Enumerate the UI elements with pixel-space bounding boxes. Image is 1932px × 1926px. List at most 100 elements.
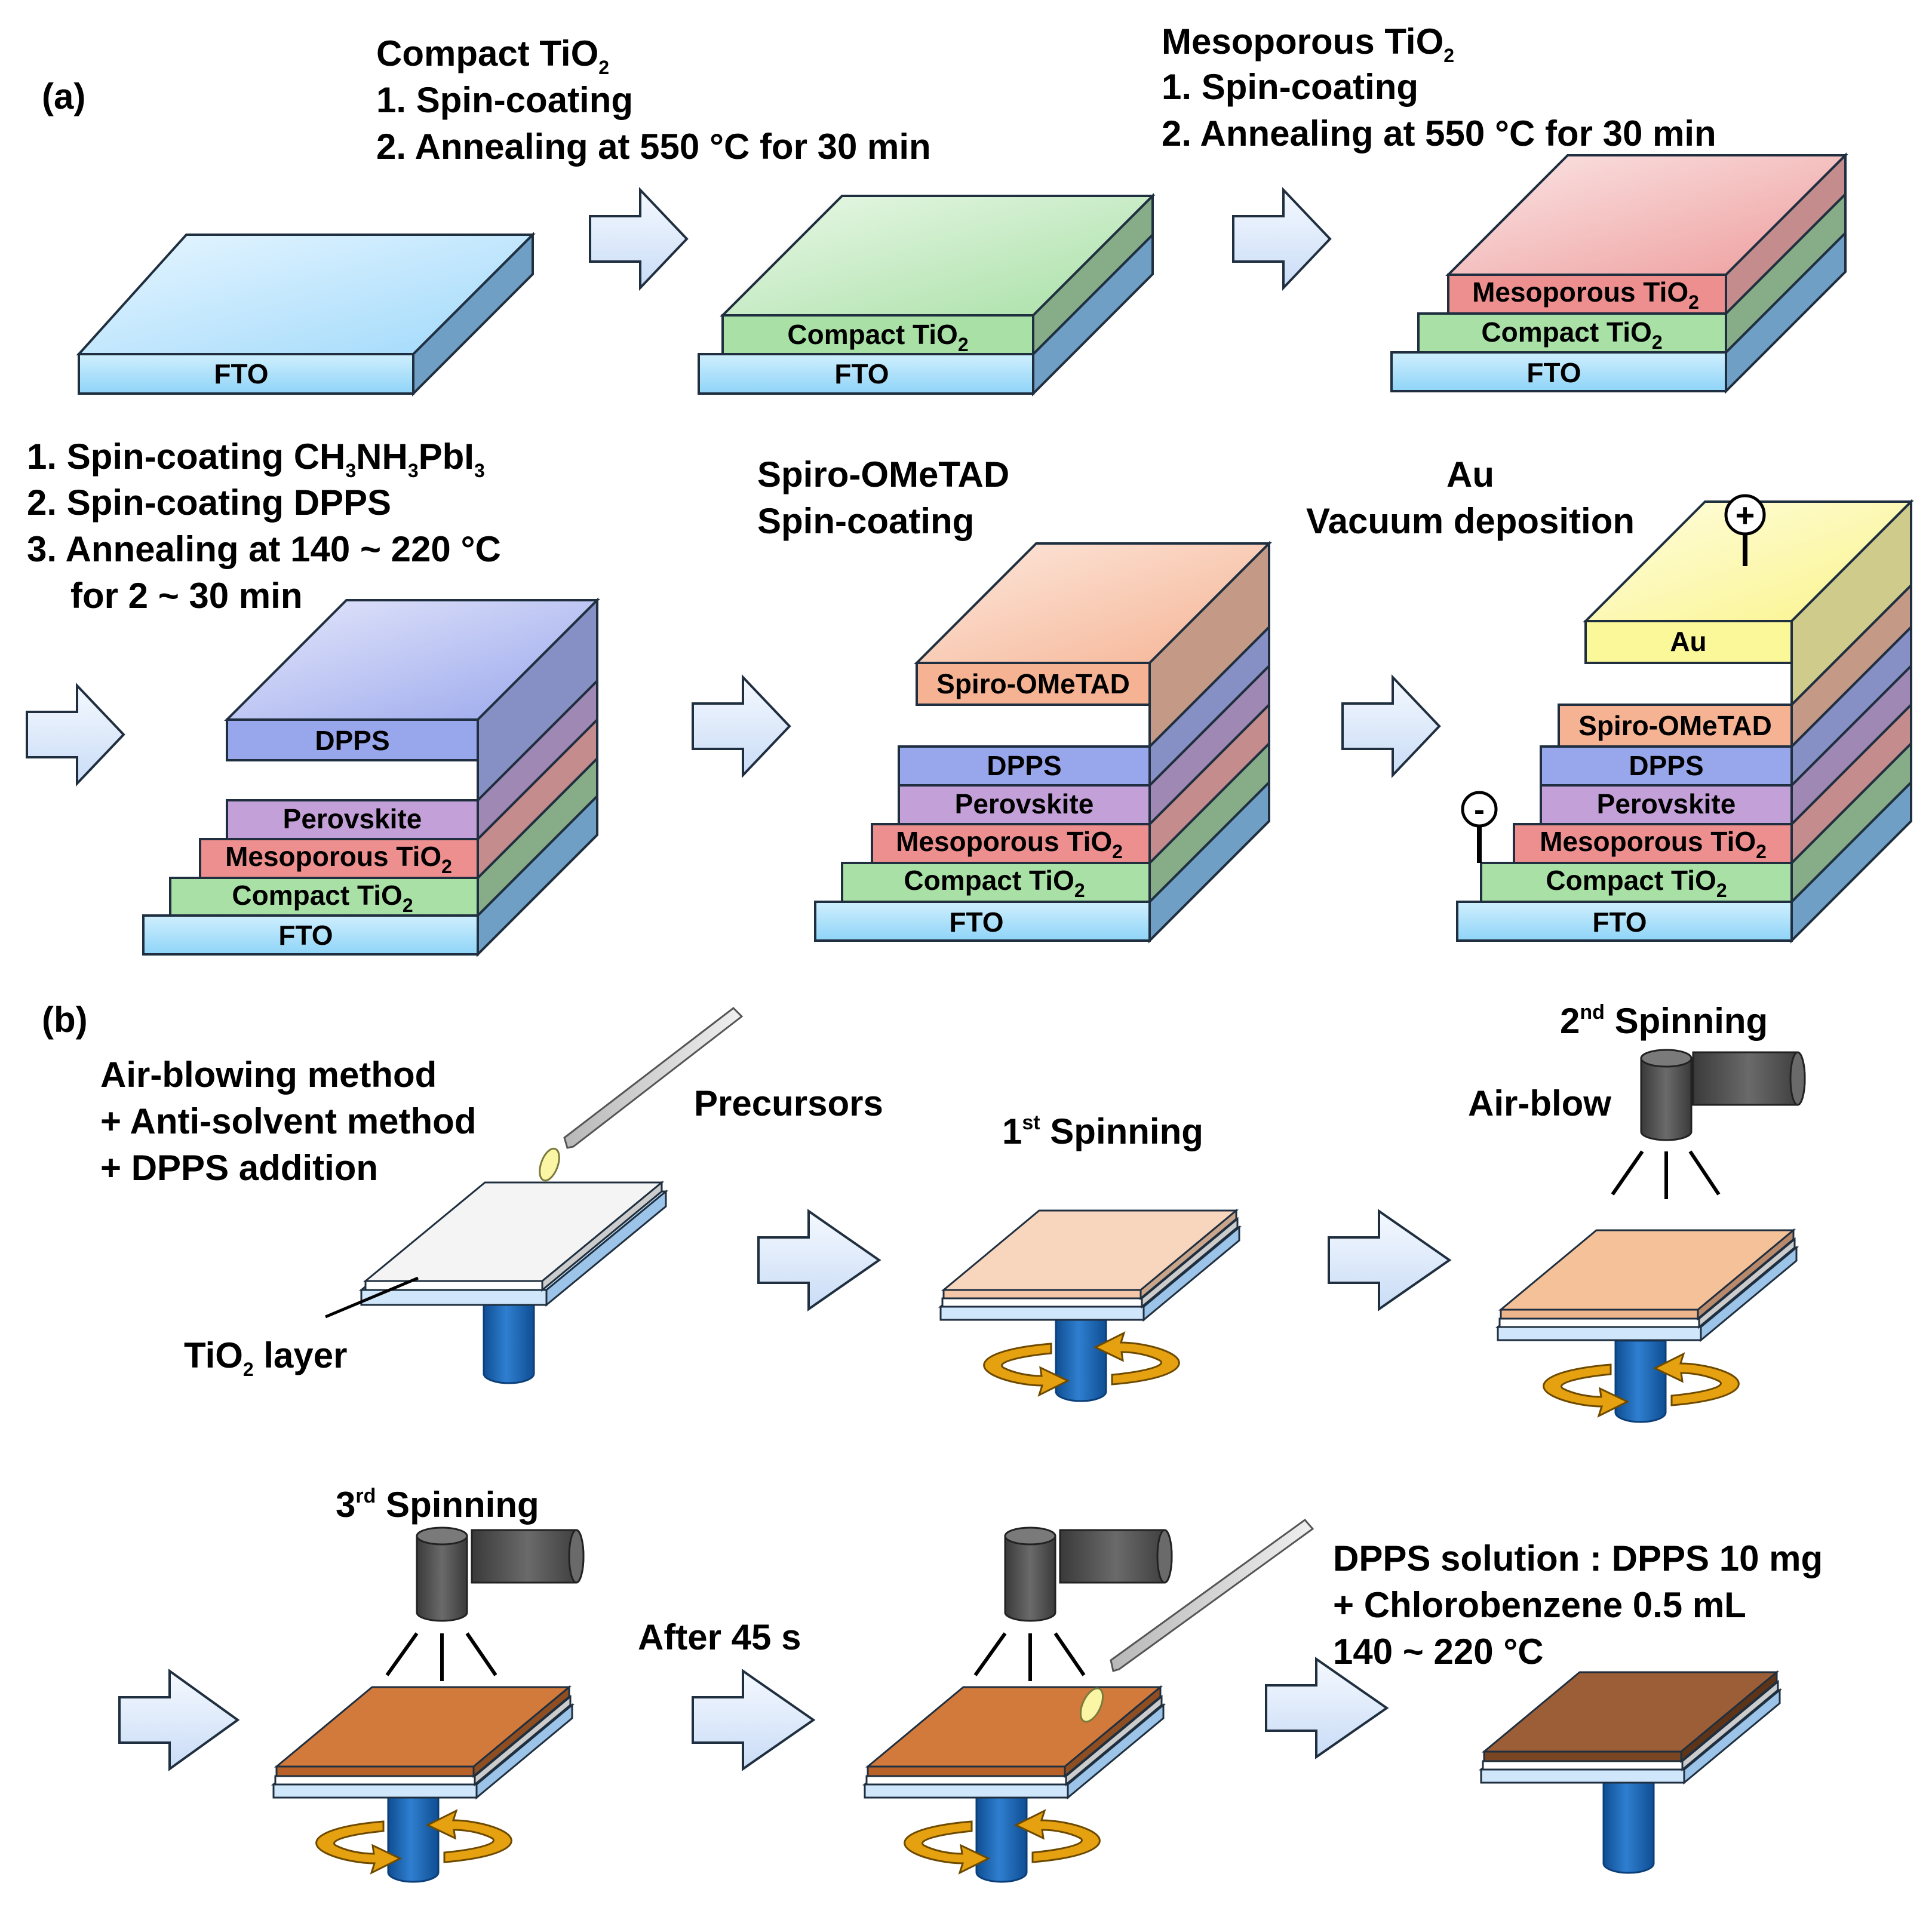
negative-terminal-circle — [1461, 791, 1498, 828]
dpps-label-6: DPPS — [1629, 750, 1703, 781]
spin-station-5 — [862, 1518, 1314, 1883]
step2-title: Mesoporous TiO2 — [1162, 21, 1454, 66]
stack-spiro: FTO Compact TiO2 Mesoporous TiO2 Perovsk… — [814, 540, 1272, 944]
layer-meso-6 — [1513, 823, 1793, 864]
arrow-right-icon — [1232, 186, 1332, 291]
airflow-line — [465, 1632, 497, 1676]
compact-label-3: Compact TiO2 — [1481, 317, 1662, 353]
layer-meso-5 — [871, 823, 1151, 864]
spin-station-2 — [938, 1208, 1242, 1402]
perovskite-label-5: Perovskite — [955, 788, 1094, 819]
layer-fto — [78, 353, 414, 395]
dpps-label-5: DPPS — [987, 750, 1061, 781]
layer-meso-4 — [199, 838, 479, 879]
rotation-arrow-icon — [904, 1820, 991, 1875]
rotation-arrow-icon — [983, 1343, 1070, 1397]
air-blower-icon — [1004, 1526, 1173, 1622]
step4-line1: Spiro-OMeTAD — [757, 454, 1009, 494]
layer-perovskite-4 — [226, 799, 479, 840]
arrow-right-icon — [757, 1209, 881, 1311]
step2-line2: 1. Spin-coating — [1162, 67, 1418, 107]
rotation-arrow-icon — [1093, 1331, 1180, 1386]
step1-line3: 2. Annealing at 550 °C for 30 min — [376, 127, 931, 167]
tio2-film-front — [865, 1775, 1067, 1786]
layer-dpps-5 — [898, 745, 1151, 787]
arrow-right-icon — [1341, 674, 1441, 779]
panel-b-label: (b) — [42, 1000, 88, 1040]
spin-station-4 — [271, 1526, 585, 1883]
substrate-glass-front — [939, 1305, 1145, 1321]
dpps-side-4 — [477, 597, 598, 803]
perovskite-label-4: Perovskite — [283, 803, 422, 834]
layer-meso-3 — [1447, 274, 1727, 315]
droplet-icon — [539, 1147, 560, 1182]
layer-dpps-6 — [1540, 745, 1793, 787]
arrow-right-icon — [118, 1669, 240, 1771]
layer-compact-2 — [721, 314, 1034, 355]
perovskite-film-front — [1500, 1308, 1699, 1320]
holder-cylinder — [483, 1304, 535, 1384]
spiro-label-5: Spiro-OMeTAD — [936, 668, 1130, 699]
rotation-arrow-icon — [425, 1809, 512, 1863]
meso-label-6: Mesoporous TiO2 — [1540, 826, 1767, 862]
stack-fto: FTO — [76, 232, 536, 397]
layer-compact-5 — [841, 862, 1151, 903]
panel-a-label: (a) — [42, 76, 85, 116]
holder-cylinder — [1614, 1340, 1667, 1423]
rotation-arrow-icon — [1543, 1363, 1630, 1418]
tio2-film-front — [941, 1297, 1143, 1308]
after-label: After 45 s — [638, 1617, 801, 1657]
perovskite-film-front — [275, 1765, 475, 1777]
spin-station-3 — [1495, 1049, 1806, 1423]
step3-line4: for 2 ~ 30 min — [70, 576, 302, 616]
method-line2: + Anti-solvent method — [100, 1101, 476, 1141]
rotation-arrow-icon — [1653, 1352, 1740, 1406]
airflow-line — [1688, 1150, 1721, 1196]
compact-label-5: Compact TiO2 — [904, 865, 1085, 901]
layer-au-6 — [1584, 620, 1793, 664]
second-spin-label: 2nd Spinning — [1560, 1001, 1768, 1041]
tio2-layer-label: TiO2 layer — [184, 1335, 348, 1380]
fto-label-6: FTO — [1592, 907, 1647, 938]
meso-label-4: Mesoporous TiO2 — [225, 841, 452, 877]
arrow-right-icon — [26, 682, 125, 787]
holder-cylinder — [387, 1796, 440, 1883]
stack-au: FTO Compact TiO2 Mesoporous TiO2 Perovsk… — [1456, 499, 1914, 944]
dpps-label-4: DPPS — [315, 725, 389, 756]
air-blower-icon — [1640, 1049, 1806, 1141]
layer-dpps-4 — [226, 718, 479, 761]
air-blow-label: Air-blow — [1468, 1083, 1611, 1123]
step2-line3: 2. Annealing at 550 °C for 30 min — [1162, 113, 1716, 153]
holder-cylinder — [975, 1796, 1028, 1883]
rotation-arrow-icon — [1013, 1809, 1101, 1863]
fto-label-4: FTO — [278, 920, 333, 951]
tio2-film-front — [274, 1775, 476, 1786]
precursors-label: Precursors — [694, 1083, 883, 1123]
step5-line1: Au — [1446, 454, 1494, 494]
step3-line2: 2. Spin-coating DPPS — [27, 483, 391, 523]
layer-spiro-6 — [1558, 704, 1793, 748]
layer-perovskite-5 — [898, 784, 1151, 825]
arrow-right-icon — [1328, 1209, 1452, 1311]
layer-spiro-5 — [916, 662, 1151, 706]
rotation-arrow-icon — [315, 1820, 403, 1875]
first-spin-label: 1st Spinning — [1002, 1111, 1203, 1151]
method-line1: Air-blowing method — [100, 1055, 437, 1095]
arrow-right-icon — [1265, 1657, 1389, 1759]
step3-line3: 3. Annealing at 140 ~ 220 °C — [27, 529, 501, 569]
positive-terminal-circle — [1724, 494, 1766, 536]
arrow-right-icon — [692, 1669, 816, 1771]
stack-meso: FTO Compact TiO2 Mesoporous TiO2 — [1390, 152, 1848, 394]
arrow-right-icon — [692, 674, 791, 779]
holder-cylinder — [1055, 1319, 1107, 1402]
perovskite-film-front — [942, 1289, 1142, 1300]
process-arrows — [26, 186, 1452, 1771]
perovskite-film-front — [1483, 1750, 1682, 1762]
fto-label-5: FTO — [949, 907, 1003, 938]
dpps-solution-line2: + Chlorobenzene 0.5 mL — [1333, 1585, 1746, 1625]
airflow-line — [1611, 1150, 1644, 1196]
compact-label-2: Compact TiO2 — [787, 319, 968, 355]
dpps-solution-line3: 140 ~ 220 °C — [1333, 1632, 1544, 1672]
layer-fto-4 — [142, 914, 479, 956]
